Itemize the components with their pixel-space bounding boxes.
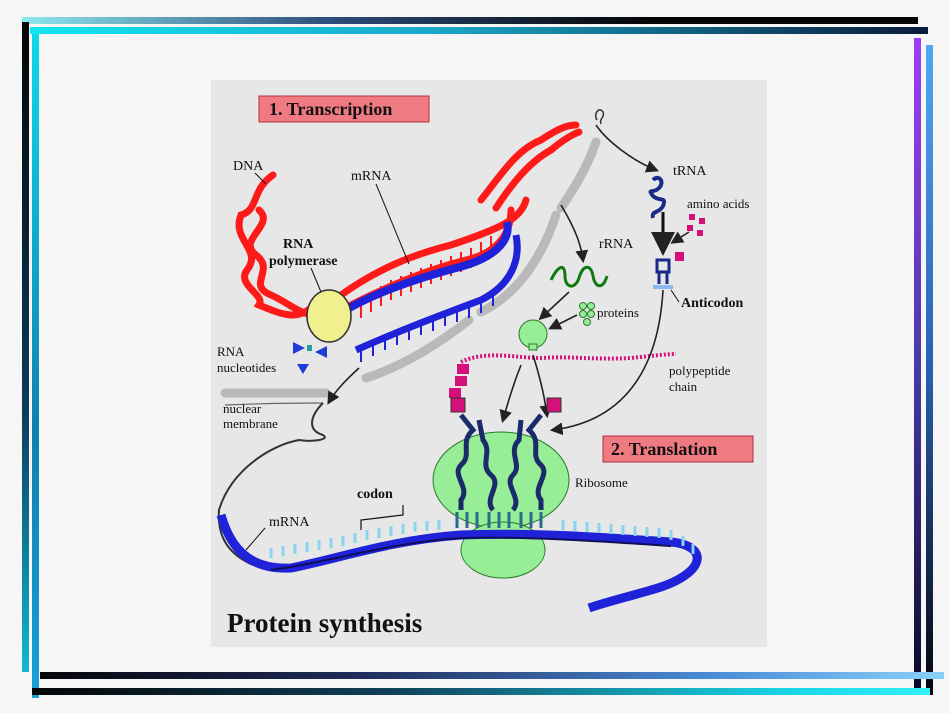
translation-label-box bbox=[602, 435, 754, 463]
ribosome-trnas bbox=[455, 413, 547, 512]
arrow-to-ribosome-1 bbox=[499, 364, 522, 424]
polypeptide-chain bbox=[460, 352, 677, 364]
charged-trna bbox=[653, 252, 684, 289]
anticodon-leader bbox=[670, 289, 680, 303]
frame-bottom-dark bbox=[32, 688, 930, 695]
frame-bottom-blue bbox=[40, 672, 944, 679]
dna-leader bbox=[254, 172, 267, 185]
mrna-exit-arrow bbox=[327, 367, 360, 405]
nuclear-membrane-label-1: nuclear bbox=[223, 401, 262, 416]
rna-nucleotides bbox=[293, 342, 327, 374]
mrna-translation-backbone bbox=[270, 536, 672, 571]
ribosome-anticodons bbox=[455, 512, 543, 528]
polypeptide-label-1: polypeptide bbox=[669, 363, 731, 378]
proteins-arrow bbox=[548, 314, 578, 330]
rna-polymerase bbox=[306, 289, 352, 343]
diagram-canvas: 1. Transcription DNA mRNA RNA polymerase… bbox=[216, 95, 754, 638]
polymerase-label: polymerase bbox=[269, 254, 337, 269]
amino-acid-icon bbox=[687, 214, 705, 236]
mrna-transcript bbox=[343, 221, 521, 362]
frame-left-dark bbox=[22, 22, 29, 672]
proteins-icon bbox=[579, 302, 595, 326]
translation-label: 2. Translation bbox=[611, 439, 717, 459]
frame-top-dark bbox=[22, 17, 918, 24]
rna-nucleotides-label-2: nucleotides bbox=[217, 360, 276, 375]
rrna-arrow bbox=[560, 204, 589, 264]
polymerase-leader bbox=[310, 267, 322, 293]
transcription-label-box bbox=[258, 95, 430, 123]
codon-label: codon bbox=[357, 487, 393, 502]
small-ribosome bbox=[518, 319, 548, 351]
transcription-label: 1. Transcription bbox=[269, 99, 392, 119]
mrna-bottom-leader bbox=[245, 527, 266, 551]
nuclear-membrane-edge bbox=[224, 402, 324, 406]
frame-top-cyan bbox=[30, 27, 928, 34]
arrow-to-ribosome-2 bbox=[532, 354, 553, 419]
ribosome-amino-acids bbox=[450, 397, 562, 413]
anticodon-label: Anticodon bbox=[681, 296, 743, 311]
mrna-top-leader bbox=[375, 183, 410, 265]
polypeptide-label-2: chain bbox=[669, 379, 698, 394]
nuclear-membrane-label-2: membrane bbox=[223, 416, 278, 431]
amino-acid-arrow bbox=[670, 231, 690, 244]
mrna-exit-strand bbox=[217, 402, 326, 566]
mrna-top-label: mRNA bbox=[351, 169, 392, 184]
frame-right-violet bbox=[914, 38, 921, 688]
mrna-bottom-label: mRNA bbox=[269, 515, 310, 530]
dna-helix bbox=[235, 121, 583, 319]
rrna-molecule bbox=[549, 265, 609, 288]
protein-synthesis-diagram: 1. Transcription DNA mRNA RNA polymerase… bbox=[211, 80, 767, 647]
small-trna-glyph bbox=[594, 109, 605, 125]
trna-label: tRNA bbox=[673, 164, 707, 179]
rna-nucleotides-label-1: RNA bbox=[217, 344, 245, 359]
arrow-trna-to-ribosome bbox=[549, 289, 664, 436]
codon-bracket bbox=[360, 505, 404, 530]
rna-label: RNA bbox=[283, 237, 314, 252]
rrna-label: rRNA bbox=[599, 237, 634, 252]
polypeptide-blocks bbox=[449, 364, 469, 398]
trna-molecule bbox=[648, 175, 666, 219]
ribosome-label: Ribosome bbox=[575, 475, 628, 490]
frame-right-blue bbox=[926, 45, 933, 695]
proteins-label: proteins bbox=[597, 305, 639, 320]
amino-acids-label: amino acids bbox=[687, 196, 749, 211]
dna-label: DNA bbox=[233, 159, 264, 174]
mrna-codon-teeth bbox=[269, 520, 695, 558]
frame-left-cyan bbox=[32, 34, 39, 698]
trna-arrow bbox=[595, 124, 659, 173]
diagram-title: Protein synthesis bbox=[227, 608, 422, 638]
rrna-to-ribosome-arrow bbox=[538, 291, 570, 321]
ribosome bbox=[432, 431, 570, 579]
